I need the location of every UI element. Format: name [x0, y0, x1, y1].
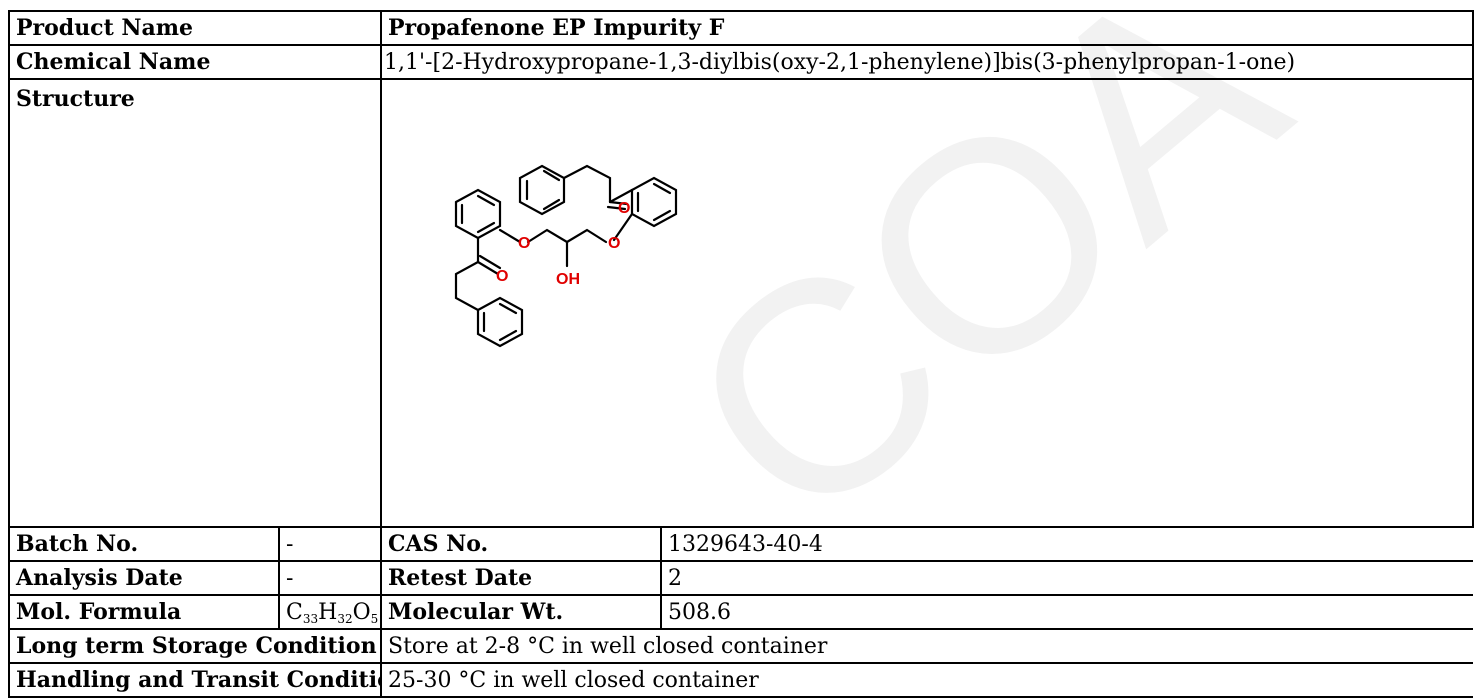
atom-label: O	[608, 235, 620, 252]
formula-label: Mol. Formula	[8, 594, 279, 630]
formula-value: C33H32O5	[277, 594, 382, 630]
retest-date-value: 2	[660, 560, 1473, 596]
handling-label: Handling and Transit Condition	[7, 662, 382, 698]
mw-label: Molecular Wt.	[380, 594, 662, 630]
chemical-name-label: Chemical Name	[7, 44, 383, 80]
batch-value: -	[277, 526, 382, 562]
analysis-date-value: -	[277, 560, 382, 596]
row-formula: Mol. Formula C33H32O5 Molecular Wt. 508.…	[8, 594, 1473, 630]
handling-value: 25-30 °C in well closed container	[380, 662, 1473, 698]
atom-label: O	[618, 200, 630, 217]
storage-value: Store at 2-8 °C in well closed container	[380, 628, 1473, 664]
chemical-name-value: 1,1'-[2-Hydroxypropane-1,3-diylbis(oxy-2…	[380, 44, 1474, 80]
retest-date-label: Retest Date	[380, 560, 662, 596]
analysis-date-label: Analysis Date	[8, 560, 279, 596]
chemical-structure-image: O O O O OH	[454, 164, 678, 348]
row-product-name: Product Name Propafenone EP Impurity F	[7, 10, 1474, 46]
storage-label: Long term Storage Condition	[7, 628, 382, 664]
product-name-label: Product Name	[7, 10, 383, 46]
structure-cell: O O O O OH	[380, 78, 1474, 528]
atom-label: O	[496, 268, 508, 285]
mw-value: 508.6	[660, 594, 1473, 630]
structure-label: Structure	[7, 78, 383, 528]
product-info-table: Product Name Propafenone EP Impurity F C…	[7, 10, 1474, 698]
cas-label: CAS No.	[380, 526, 662, 562]
batch-label: Batch No.	[8, 526, 279, 562]
row-structure: Structure	[7, 78, 1474, 528]
atom-label: OH	[556, 271, 580, 288]
row-storage: Long term Storage Condition Store at 2-8…	[7, 628, 1473, 664]
atom-label: O	[518, 235, 530, 252]
cas-value: 1329643-40-4	[660, 526, 1473, 562]
row-analysis-date: Analysis Date - Retest Date 2	[8, 560, 1473, 596]
row-chemical-name: Chemical Name 1,1'-[2-Hydroxypropane-1,3…	[7, 44, 1474, 80]
product-name-value: Propafenone EP Impurity F	[380, 10, 1474, 46]
row-handling: Handling and Transit Condition 25-30 °C …	[7, 662, 1473, 698]
row-batch: Batch No. - CAS No. 1329643-40-4	[8, 526, 1473, 562]
